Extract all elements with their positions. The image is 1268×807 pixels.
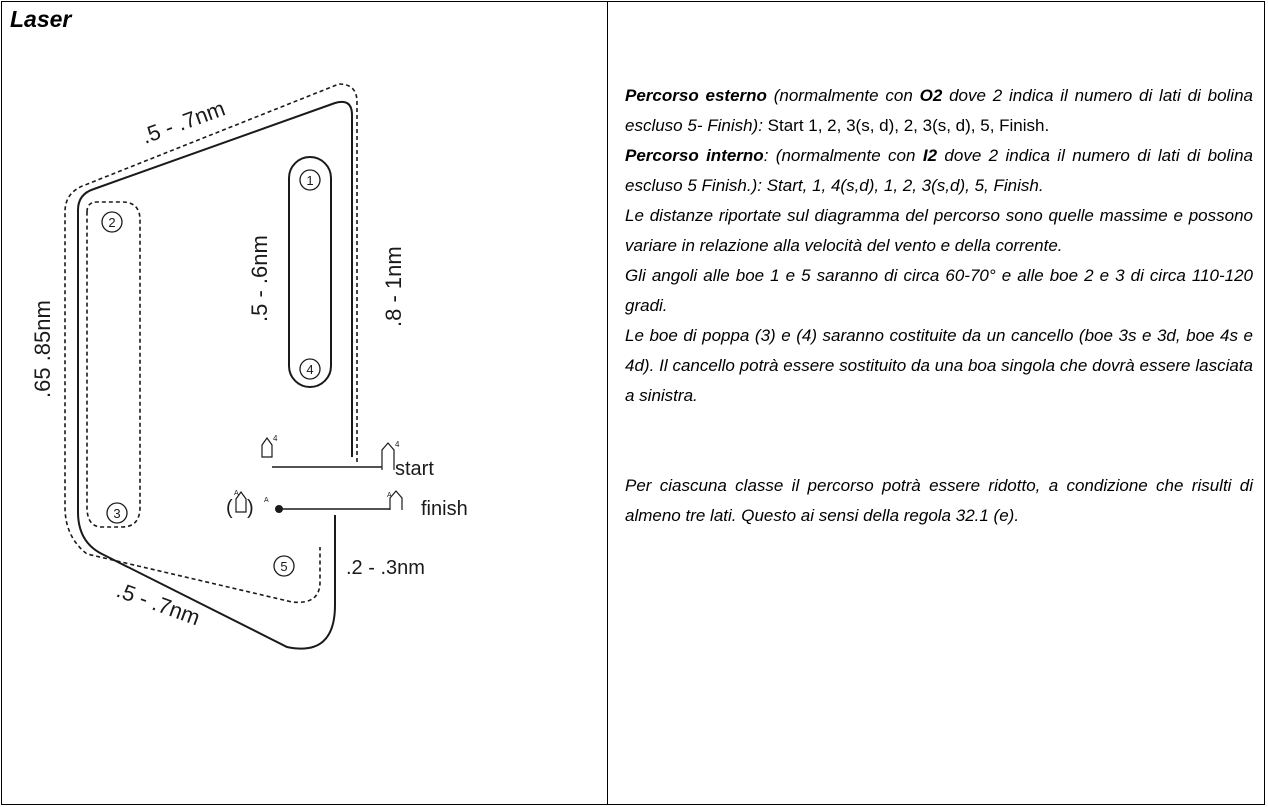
paragraph-inner-course: Percorso interno: (normalmente con I2 do… [625, 146, 1253, 195]
paragraph-angles: Gli angoli alle boe 1 e 5 saranno di cir… [625, 266, 1253, 315]
svg-text:1: 1 [306, 173, 313, 188]
mark-3: 3 [106, 502, 128, 524]
svg-text:3: 3 [113, 506, 120, 521]
svg-text:A: A [387, 492, 392, 499]
mark-4: 4 [299, 358, 321, 380]
label-inner-leg: .5 - .6nm [247, 235, 272, 322]
svg-text:): ) [247, 497, 254, 519]
paragraph-shortening: Per ciascuna classe il percorso potrà es… [625, 476, 1253, 525]
mark-5: 5 [273, 555, 295, 577]
solid-course [77, 100, 353, 650]
outer-dotted-course [64, 83, 358, 604]
finish-label: finish [421, 498, 468, 520]
svg-text:4: 4 [273, 434, 278, 443]
label-finish-leg: .2 - .3nm [346, 557, 425, 579]
svg-text:A: A [234, 490, 239, 497]
svg-text:4: 4 [306, 362, 313, 377]
svg-text:A: A [264, 497, 269, 504]
course-diagram-svg: 1 2 3 4 5 4 [30, 83, 468, 650]
course-diagram: Laser [2, 2, 607, 806]
paragraph-gates: Le boe di poppa (3) e (4) saranno costit… [625, 326, 1253, 405]
inner-dotted-loop [86, 201, 141, 528]
paragraph-outer-course: Percorso esterno (normalmente con O2 dov… [625, 86, 1253, 135]
label-right-leg: .8 - 1nm [381, 246, 406, 327]
finish-line: ( A ) A A [226, 490, 403, 519]
svg-text:2: 2 [108, 215, 115, 230]
mark-2: 2 [101, 211, 123, 233]
mark-1: 1 [299, 169, 321, 191]
label-bottom-leg: .5 - .7nm [113, 577, 203, 630]
svg-text:4: 4 [395, 440, 400, 449]
label-left-leg: .65 .85nm [30, 300, 55, 398]
svg-text:5: 5 [280, 559, 287, 574]
class-title: Laser [10, 6, 72, 32]
course-description: Percorso esterno (normalmente con O2 dov… [625, 81, 1253, 531]
paragraph-distances: Le distanze riportate sul diagramma del … [625, 206, 1253, 255]
column-divider [607, 2, 608, 804]
label-top-leg: .5 - .7nm [138, 96, 228, 149]
start-label: start [395, 458, 434, 480]
inner-loop-1-4 [288, 156, 332, 388]
svg-text:(: ( [226, 497, 233, 519]
start-line: 4 4 [261, 434, 400, 470]
